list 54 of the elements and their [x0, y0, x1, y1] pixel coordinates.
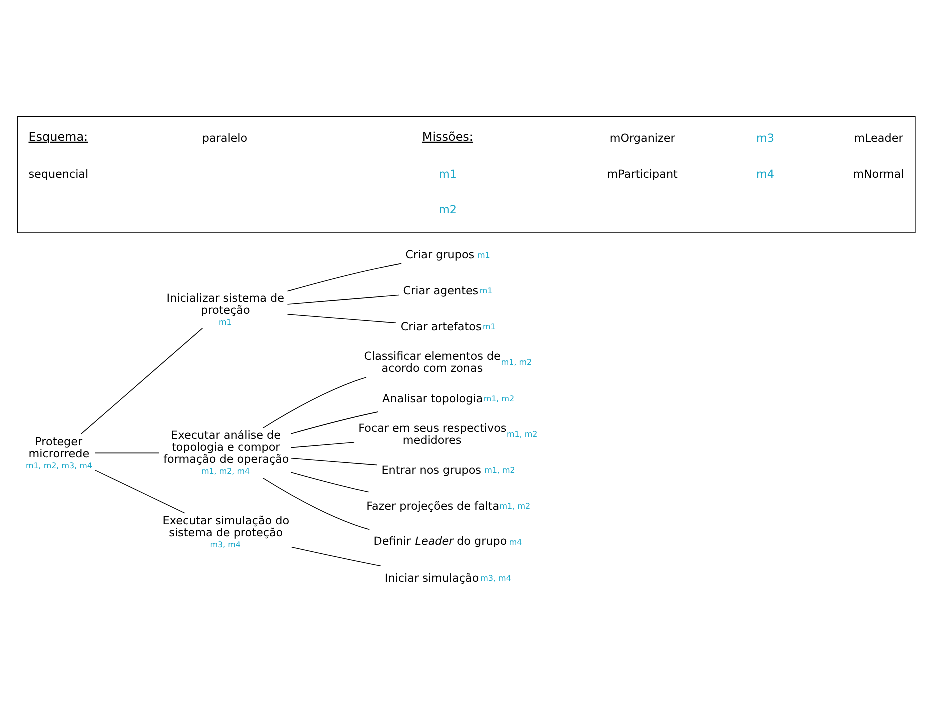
legend-label: sequencial: [28, 168, 89, 181]
connector: [292, 546, 382, 567]
node-label: m1: [483, 322, 496, 332]
node-label: m1, m2, m4: [201, 466, 250, 476]
node-text: Executar simulação do sistema de proteção: [162, 514, 290, 540]
node-label: m1, m2: [501, 358, 532, 368]
node-label: m1, m2: [506, 430, 538, 439]
connector: [290, 412, 378, 434]
label: mParticipant: [607, 168, 678, 181]
label: m2: [438, 204, 457, 217]
node-label: m3, m4: [210, 540, 241, 550]
node-text: Criar grupos: [406, 248, 475, 262]
connector: [95, 470, 186, 514]
label: m1: [438, 168, 457, 181]
node-text: Definir Leader do grupo: [374, 535, 508, 548]
connector: [290, 458, 378, 466]
node-label: m4: [509, 538, 522, 547]
connector: [287, 294, 400, 305]
connector: [287, 314, 397, 324]
label: Esquema:: [28, 130, 88, 144]
node-text: Criar artefatos: [400, 320, 482, 334]
connector: [95, 452, 160, 454]
node-label: m1, m2: [484, 394, 515, 404]
node-label: m1, m2, m3, m4: [26, 461, 92, 470]
node-text: Inicializar sistema de proteção: [166, 292, 284, 317]
node-label: m1: [219, 318, 232, 327]
node-label: m1, m2: [484, 466, 516, 476]
label: m4: [756, 168, 774, 181]
label: mLeader: [854, 132, 904, 145]
legend-label: paralelo: [202, 132, 248, 145]
connector: [287, 263, 402, 292]
node-text: Focar em seus respectivos medidores: [358, 422, 507, 447]
node-box: [17, 116, 916, 234]
connector: [80, 328, 204, 435]
connector: [262, 377, 367, 429]
node-text: Iniciar simulação: [384, 572, 480, 585]
label: mNormal: [853, 168, 904, 181]
label: mOrganizer: [610, 132, 676, 145]
label: m3: [756, 132, 774, 145]
node-label: m1: [480, 286, 493, 296]
node-label: m1, m2: [500, 502, 531, 512]
node-text: Fazer projeções de falta: [366, 500, 500, 514]
node-text: Analisar topologia: [382, 392, 484, 406]
node-text: Proteger microrrede: [28, 435, 90, 460]
node-text: Criar agentes: [403, 284, 479, 298]
connector: [262, 478, 370, 530]
node-label: m3, m4: [480, 574, 512, 583]
connector: [290, 472, 370, 493]
node-label: m1: [477, 250, 490, 260]
node-text: Entrar nos grupos: [382, 464, 482, 478]
label: Missões:: [422, 130, 474, 144]
connector: [290, 442, 355, 448]
node-text: Classificar elementos de acordo com zonas: [364, 350, 501, 375]
node-text: Executar análise de topologia e compor formação de operação: [164, 429, 290, 466]
